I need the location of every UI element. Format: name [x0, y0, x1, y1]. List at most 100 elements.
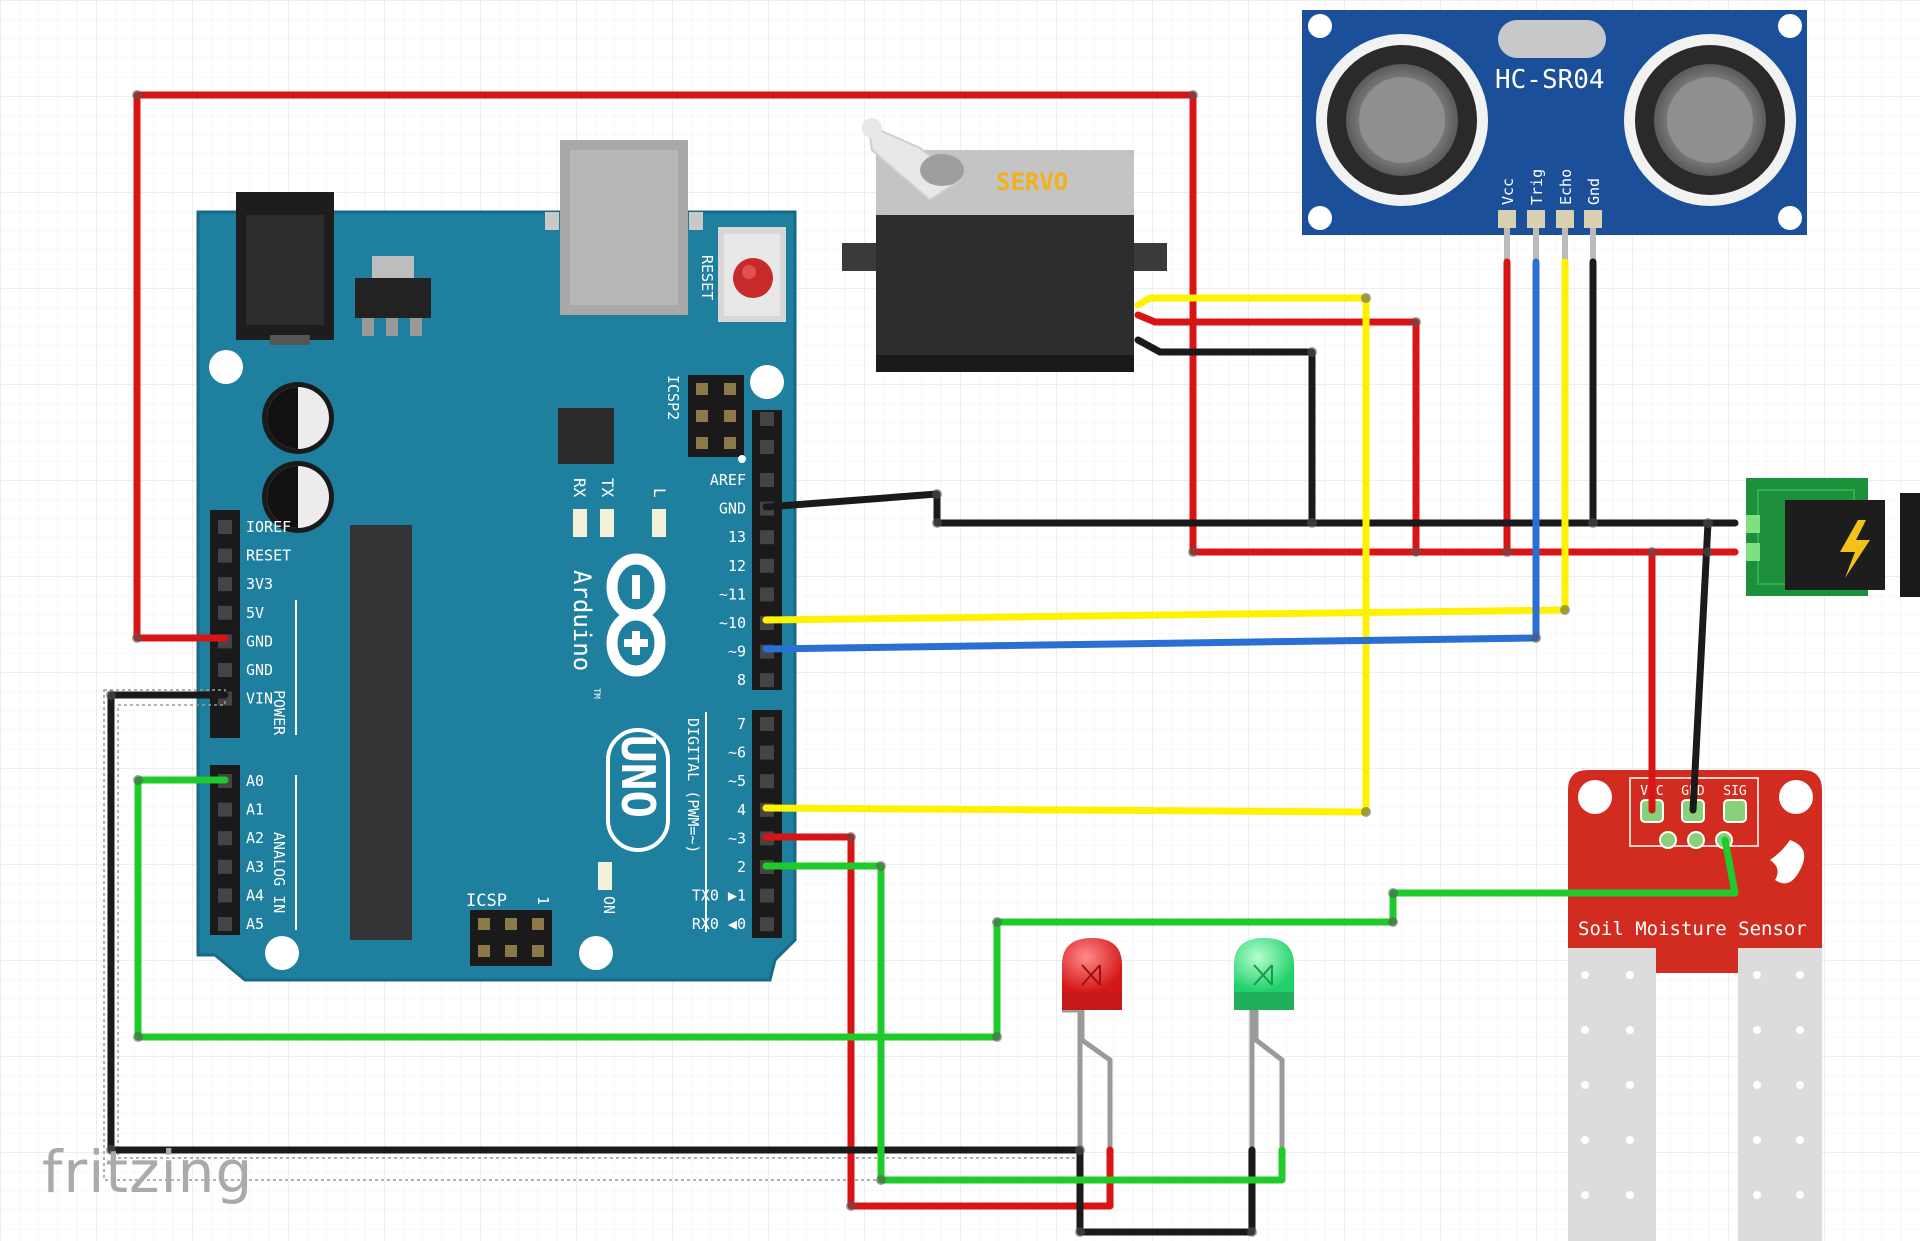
analog-pin-label: A5 — [246, 915, 264, 933]
wire-bend-node[interactable] — [1361, 807, 1371, 817]
reset-button[interactable] — [718, 227, 786, 322]
analog-pin[interactable] — [218, 917, 232, 931]
wire-bend-node[interactable] — [1560, 605, 1570, 615]
wire-bend-node[interactable] — [992, 917, 1002, 927]
wire-bend-node[interactable] — [132, 633, 142, 643]
wire-bend-node[interactable] — [133, 775, 143, 785]
analog-pin[interactable] — [218, 859, 232, 874]
wire-bend-node[interactable] — [1075, 1227, 1085, 1237]
prong-dot — [1581, 1026, 1589, 1034]
digital-pin[interactable] — [760, 440, 774, 454]
wire-bend-node[interactable] — [1361, 293, 1371, 303]
mounting-hole — [1779, 780, 1813, 814]
wire-bend-node[interactable] — [1502, 547, 1512, 557]
wire-bend-node[interactable] — [932, 489, 942, 499]
ultrasonic-pin[interactable] — [1584, 210, 1602, 228]
digital-section-label: DIGITAL (PWM=~) — [684, 718, 702, 853]
digital-pin[interactable] — [760, 530, 774, 545]
wire-bend-node[interactable] — [1075, 1145, 1085, 1155]
wire-bend-node[interactable] — [1411, 317, 1421, 327]
wire-bend-node[interactable] — [1388, 888, 1398, 898]
wire-bend-node[interactable] — [133, 1032, 143, 1042]
analog-pin-label: A3 — [246, 858, 264, 876]
wire-5v-rail[interactable] — [133, 91, 1712, 642]
power-pin[interactable] — [218, 663, 232, 677]
wire-bend-node[interactable] — [1588, 518, 1598, 528]
digital-pin-label: ~10 — [719, 614, 746, 632]
wire-bend-node[interactable] — [932, 518, 942, 528]
servo-motor[interactable]: SERVO — [842, 118, 1167, 372]
wire-bend-node[interactable] — [1703, 547, 1713, 557]
power-pin[interactable] — [218, 605, 232, 620]
wire-bend-node[interactable] — [1307, 518, 1317, 528]
wire-bend-node[interactable] — [992, 1032, 1002, 1042]
wire-bend-node[interactable] — [876, 1175, 886, 1185]
ultrasonic-pin[interactable] — [1498, 210, 1516, 228]
wire-servo-gnd[interactable] — [1134, 336, 1316, 527]
wire-bend-node[interactable] — [106, 1145, 116, 1155]
green-led[interactable] — [1234, 938, 1294, 1150]
digital-pin[interactable] — [760, 558, 774, 573]
digital-pin[interactable] — [760, 412, 774, 426]
wire-bend-node[interactable] — [1388, 917, 1398, 927]
prong-dot — [1753, 1081, 1761, 1089]
wire-soil-gnd[interactable] — [1689, 519, 1712, 814]
soil-sensor-pin[interactable] — [1723, 799, 1747, 823]
digital-pin[interactable] — [760, 673, 774, 688]
sparkfun-flame-icon — [1770, 840, 1805, 884]
wire-bend-node[interactable] — [1411, 547, 1421, 557]
prong-dot — [1581, 1081, 1589, 1089]
digital-header-bottom — [752, 710, 782, 938]
ultrasonic-pin-lead — [1590, 228, 1596, 262]
digital-pin[interactable] — [760, 745, 774, 760]
wire-bend-node[interactable] — [1307, 347, 1317, 357]
wire-bend-node[interactable] — [846, 1201, 856, 1211]
wire-bend-node[interactable] — [1531, 633, 1541, 643]
power-pin[interactable] — [218, 548, 232, 563]
wire-bend-node[interactable] — [106, 690, 116, 700]
wire-bend-node[interactable] — [846, 832, 856, 842]
digital-pin[interactable] — [760, 473, 774, 487]
analog-pin[interactable] — [218, 831, 232, 846]
power-pin[interactable] — [218, 577, 232, 592]
wire-bend-node[interactable] — [1647, 547, 1657, 557]
mounting-hole — [1778, 14, 1802, 38]
analog-pin[interactable] — [218, 802, 232, 817]
power-pin-label: VIN — [246, 690, 273, 708]
wire-bend-node[interactable] — [1247, 1227, 1257, 1237]
ultrasonic-pin[interactable] — [1556, 210, 1574, 228]
power-pin-label: IOREF — [246, 518, 291, 536]
red-led[interactable] — [1062, 938, 1122, 1150]
rx-label: RX — [570, 478, 589, 498]
prong-dot — [1753, 1136, 1761, 1144]
servo-label: SERVO — [996, 168, 1068, 196]
wire-bend-node[interactable] — [132, 90, 142, 100]
wire-bend-node[interactable] — [1703, 518, 1713, 528]
power-jack-module[interactable] — [1746, 478, 1920, 597]
digital-pin-label: RX0 ◀0 — [692, 915, 746, 933]
digital-pin[interactable] — [760, 888, 774, 903]
ultrasonic-pin[interactable] — [1527, 210, 1545, 228]
digital-pin[interactable] — [760, 917, 774, 932]
prong-dot — [1796, 1026, 1804, 1034]
digital-pin[interactable] — [760, 587, 774, 602]
wire-bend-node[interactable] — [1188, 547, 1198, 557]
wire-bend-node[interactable] — [876, 861, 886, 871]
wire-gnd-rail[interactable] — [762, 490, 1739, 527]
prong-dot — [1753, 1191, 1761, 1199]
arduino-uno-board[interactable]: RESET ICSP2 RX TX L Arduino TM — [196, 140, 797, 982]
analog-pin[interactable] — [218, 888, 232, 903]
transducer-right — [1624, 34, 1796, 206]
digital-pin-label: 7 — [737, 715, 746, 733]
digital-pin[interactable] — [760, 774, 774, 789]
uno-badge: UNO — [606, 728, 670, 852]
wire-bend-node[interactable] — [1188, 90, 1198, 100]
digital-pin-label: GND — [719, 500, 746, 518]
wire-servo-vcc[interactable] — [1134, 311, 1420, 556]
digital-pin[interactable] — [760, 717, 774, 731]
power-pin[interactable] — [218, 520, 232, 534]
